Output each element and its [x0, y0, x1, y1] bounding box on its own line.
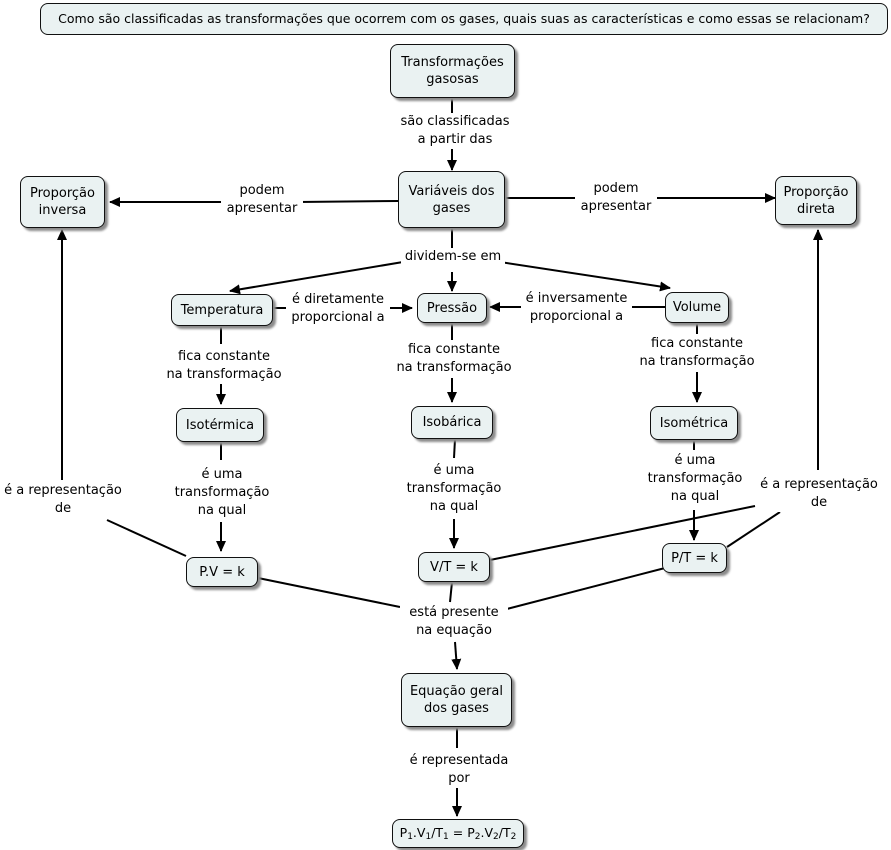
link-fica-constante-volume: fica constante na transformação — [636, 335, 758, 371]
node-variaveis-dos-gases[interactable]: Variáveis dos gases — [398, 171, 505, 228]
node-isobarica[interactable]: Isobárica — [411, 406, 493, 439]
node-pressao[interactable]: Pressão — [417, 293, 487, 323]
node-formula-geral[interactable]: P1.V1/T1 = P2.V2/T2 — [392, 819, 524, 848]
link-sao-classificadas: são classificadas a partir das — [394, 113, 516, 149]
link-fica-constante-pressao: fica constante na transformação — [393, 341, 515, 377]
link-e-representada-por: é representada por — [401, 752, 517, 788]
link-e-uma-transformacao-isobarica: é uma transformação na qual — [400, 462, 508, 516]
node-isometrica[interactable]: Isométrica — [650, 406, 738, 440]
link-representacao-esq: é a representação de — [0, 482, 126, 518]
link-e-uma-transformacao-isometrica: é uma transformação na qual — [641, 452, 749, 506]
node-volume[interactable]: Volume — [665, 292, 729, 323]
node-vt-equation[interactable]: V/T = k — [418, 552, 490, 582]
link-podem-apresentar-esq: podem apresentar — [221, 182, 303, 218]
node-proporcao-inversa[interactable]: Proporção inversa — [20, 176, 105, 228]
node-transformacoes-gasosas[interactable]: Transformações gasosas — [390, 44, 515, 98]
link-dividem-se-em: dividem-se em — [401, 248, 505, 266]
node-pv-equation[interactable]: P.V = k — [186, 557, 258, 587]
link-esta-presente: está presente na equação — [400, 604, 508, 640]
node-equacao-geral[interactable]: Equação geral dos gases — [401, 673, 512, 727]
formula-text: P1.V1/T1 = P2.V2/T2 — [399, 824, 517, 842]
node-pt-equation[interactable]: P/T = k — [662, 543, 727, 573]
link-e-uma-transformacao-isotermica: é uma transformação na qual — [168, 466, 276, 520]
link-representacao-dir: é a representação de — [756, 476, 882, 512]
link-inversamente-proporcional: é inversamente proporcional a — [521, 290, 632, 326]
link-podem-apresentar-dir: podem apresentar — [575, 180, 657, 216]
link-fica-constante-temperatura: fica constante na transformação — [163, 348, 285, 384]
node-isotermica[interactable]: Isotérmica — [176, 408, 264, 442]
node-proporcao-direta[interactable]: Proporção direta — [775, 176, 857, 225]
focus-question: Como são classificadas as transformações… — [40, 3, 888, 35]
link-diretamente-proporcional: é diretamente proporcional a — [286, 291, 390, 327]
node-temperatura[interactable]: Temperatura — [171, 294, 273, 326]
